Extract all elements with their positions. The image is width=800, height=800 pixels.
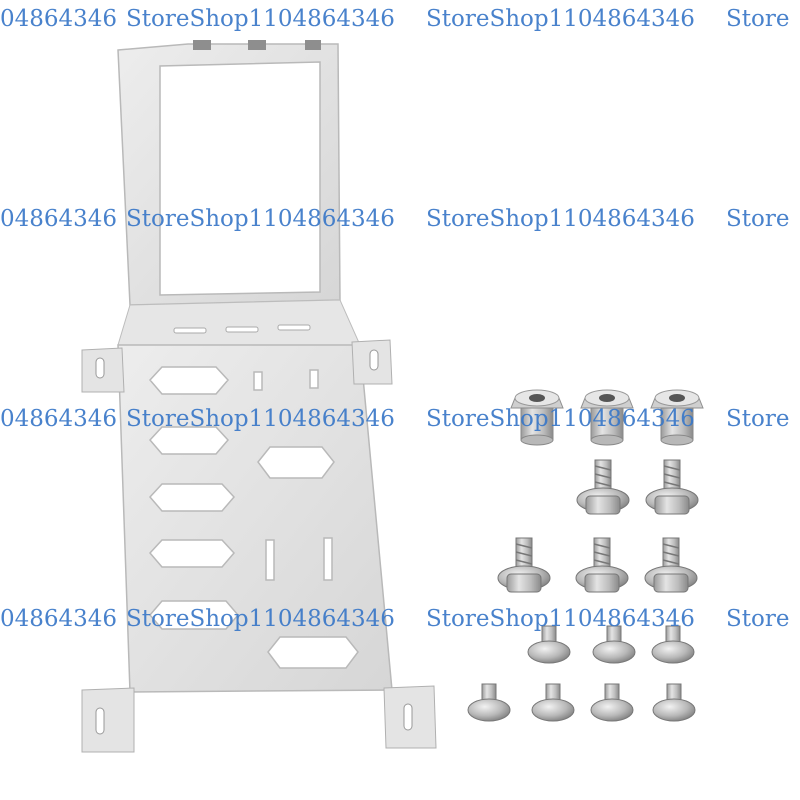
threaded-standoff-group bbox=[510, 389, 704, 446]
flat-head-screw-short bbox=[467, 683, 511, 722]
flange-screw-long bbox=[576, 459, 630, 515]
watermark-row: 04864346 StoreShop1104864346 StoreShop11… bbox=[0, 402, 800, 442]
flat-head-screw-short bbox=[531, 683, 575, 722]
watermark-text: 04864346 bbox=[0, 406, 118, 432]
watermark-text: StoreShop1104864346 bbox=[426, 6, 695, 32]
flat-head-screw-short bbox=[590, 683, 634, 722]
threaded-standoff bbox=[510, 389, 564, 446]
flange-screw-long bbox=[645, 459, 699, 515]
watermark-text: Store bbox=[726, 6, 790, 32]
flange-screw-long bbox=[497, 537, 551, 593]
watermark-text: Store bbox=[726, 606, 790, 632]
flange-screw-group bbox=[497, 459, 699, 593]
flange-screw-long bbox=[644, 537, 698, 593]
watermark-row: 04864346 StoreShop1104864346 StoreShop11… bbox=[0, 2, 800, 42]
flat-head-screw-short bbox=[592, 625, 636, 664]
watermark-text: StoreShop1104864346 bbox=[126, 6, 395, 32]
watermark-text: 04864346 bbox=[0, 206, 118, 232]
watermark-text: Store bbox=[726, 206, 790, 232]
flat-head-screw-short bbox=[651, 625, 695, 664]
watermark-text: StoreShop1104864346 bbox=[426, 606, 695, 632]
watermark-text: StoreShop1104864346 bbox=[126, 406, 395, 432]
bracket-upper-frame bbox=[117, 43, 341, 306]
watermark-text: StoreShop1104864346 bbox=[426, 406, 695, 432]
watermark-text: StoreShop1104864346 bbox=[126, 606, 395, 632]
watermark-text: 04864346 bbox=[0, 6, 118, 32]
threaded-standoff bbox=[580, 389, 634, 446]
watermark-text: StoreShop1104864346 bbox=[426, 206, 695, 232]
flat-head-screw-short bbox=[652, 683, 696, 722]
bracket-tab bbox=[351, 339, 393, 385]
mounting-bracket bbox=[81, 40, 437, 753]
flat-head-screw-short bbox=[527, 625, 571, 664]
bracket-tab bbox=[383, 685, 437, 749]
watermark-text: 04864346 bbox=[0, 606, 118, 632]
watermark-row: 04864346 StoreShop1104864346 StoreShop11… bbox=[0, 202, 800, 242]
bracket-tab bbox=[81, 347, 125, 393]
watermark-text: StoreShop1104864346 bbox=[126, 206, 395, 232]
flange-screw-long bbox=[575, 537, 629, 593]
watermark-text: Store bbox=[726, 406, 790, 432]
bracket-tab bbox=[81, 687, 135, 753]
short-screw-group bbox=[467, 625, 696, 722]
watermark-row: 04864346 StoreShop1104864346 StoreShop11… bbox=[0, 602, 800, 642]
threaded-standoff bbox=[650, 389, 704, 446]
